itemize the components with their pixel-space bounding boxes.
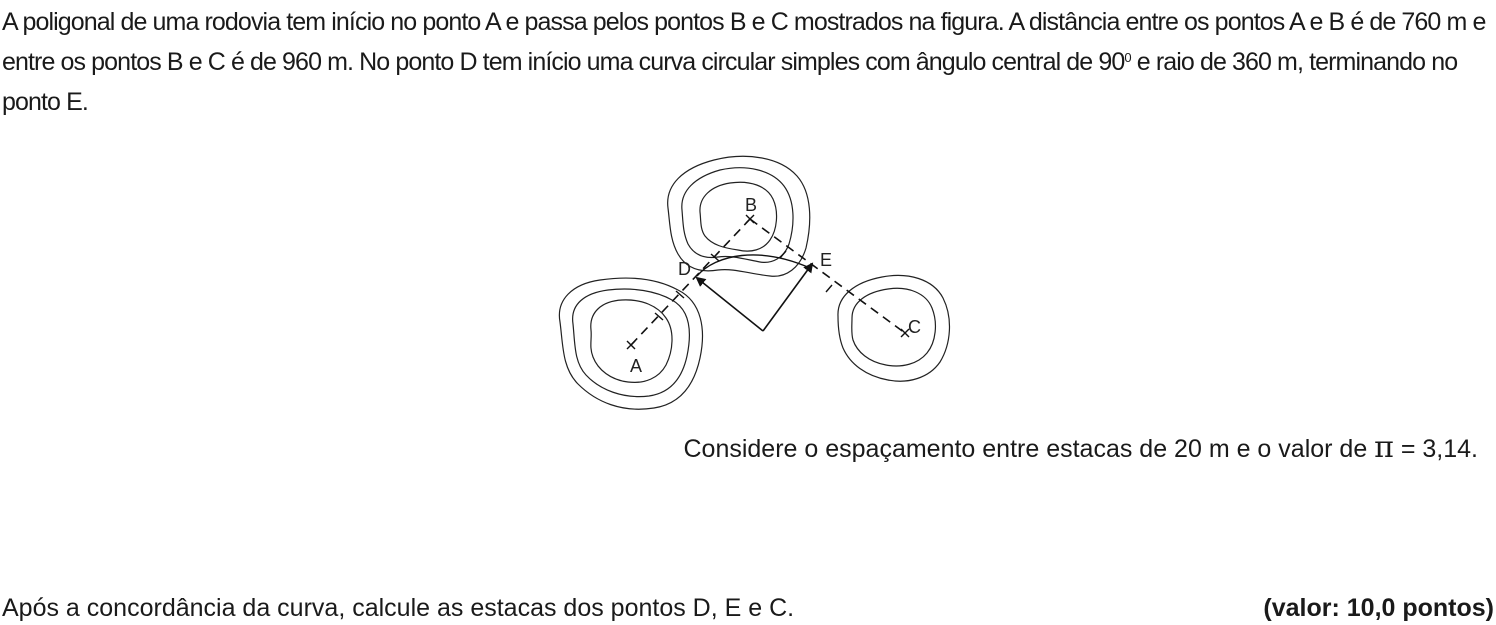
- circular-curve-d-e: [696, 254, 811, 277]
- radius-to-d: [695, 276, 764, 332]
- polygonal-alignment: [630, 218, 906, 346]
- degree-superscript: 0: [1124, 50, 1131, 65]
- label-point-e: E: [820, 250, 832, 270]
- problem-statement-part1: A poligonal de uma rodovia tem início no…: [2, 8, 1486, 76]
- tick-ab-1: [654, 312, 664, 321]
- label-point-d: D: [678, 259, 691, 279]
- marker-a: [626, 340, 636, 350]
- contour-b-inner: [699, 181, 778, 252]
- curve-radii: [695, 262, 814, 332]
- tick-bc-1: [779, 250, 787, 259]
- points-value: (valor: 10,0 pontos): [1263, 594, 1494, 622]
- contour-hill-a: [558, 277, 704, 410]
- radius-to-e: [762, 262, 814, 332]
- contour-c-inner: [851, 287, 937, 367]
- note-text-after: = 3,14.: [1393, 435, 1478, 463]
- pi-symbol: π: [1374, 430, 1394, 465]
- marker-b: [745, 214, 755, 224]
- contour-c-outer: [837, 274, 951, 382]
- contour-a-outer: [558, 277, 704, 410]
- constants-note: Considere o espaçamento entre estacas de…: [683, 432, 1478, 465]
- contour-a-inner: [590, 299, 673, 383]
- station-markers: [626, 214, 910, 350]
- question-text: Após a concordância da curva, calcule as…: [2, 594, 795, 622]
- contour-hill-c: [837, 274, 951, 382]
- stake-ticks: [654, 250, 833, 321]
- note-text-before: Considere o espaçamento entre estacas de…: [683, 435, 1375, 463]
- problem-statement-part2: e raio de 360 m, terminando no ponto E.: [2, 48, 1458, 116]
- tick-ab-3: [710, 253, 720, 262]
- tick-ab-2: [675, 290, 685, 299]
- label-point-b: B: [745, 195, 757, 215]
- contour-b-outer: [667, 155, 811, 277]
- marker-c: [900, 328, 910, 338]
- label-point-a: A: [630, 356, 642, 376]
- contour-a-middle: [572, 288, 690, 398]
- label-point-c: C: [908, 317, 921, 337]
- tangent-b-c: [749, 218, 906, 334]
- tick-bc-2: [825, 284, 833, 293]
- tangent-a-b: [630, 218, 751, 346]
- problem-statement: A poligonal de uma rodovia tem início no…: [2, 2, 1494, 122]
